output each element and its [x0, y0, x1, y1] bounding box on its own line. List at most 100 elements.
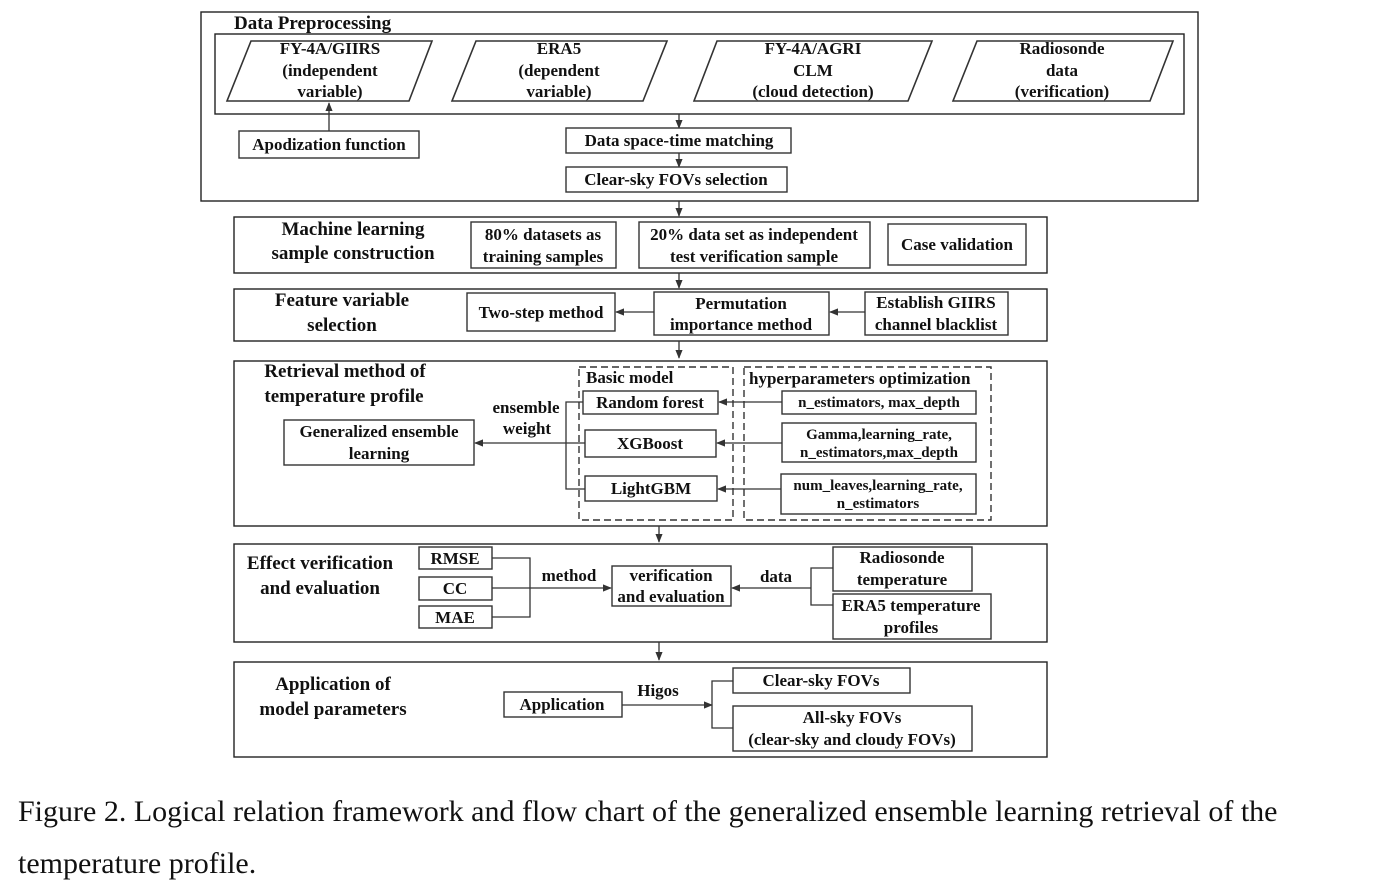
application-title-line2: model parameters — [259, 699, 406, 720]
effect-title-line2: and evaluation — [260, 578, 380, 599]
gel-box — [283, 419, 475, 466]
svg-text:ERA5: ERA5 — [537, 39, 581, 58]
verification-box — [611, 565, 732, 607]
ensemble-bracket — [565, 401, 585, 490]
svg-text:(dependent: (dependent — [518, 61, 600, 80]
rmse-label: RMSE — [430, 549, 479, 568]
verification-label-line1: verification — [629, 566, 713, 585]
samples-frame — [233, 216, 1048, 274]
radiosonde-temp-label-line2: temperature — [857, 570, 948, 589]
training-label-line2: training samples — [483, 247, 604, 266]
test-box — [638, 221, 871, 269]
references-bracket — [810, 567, 833, 606]
inputs-frame — [214, 33, 1185, 115]
svg-text:variable): variable) — [526, 82, 591, 101]
basic-model-title: Basic model — [586, 368, 674, 387]
blacklist-box — [864, 291, 1009, 336]
xgb-params-label-line1: Gamma,learning_rate, — [806, 427, 952, 443]
gel-label-line1: Generalized ensemble — [299, 422, 459, 441]
verification-label-line2: and evaluation — [617, 587, 725, 606]
case-box — [887, 223, 1027, 266]
era5-temp-box — [832, 593, 992, 640]
clearsky-box — [565, 166, 788, 193]
method-label: method — [542, 566, 597, 585]
application-title-line1: Application of — [275, 674, 391, 695]
hyper-title: hyperparameters optimization — [749, 369, 971, 388]
era5-temp-label-line1: ERA5 temperature — [842, 596, 981, 615]
hyper-frame — [743, 366, 992, 521]
xgboost-label: XGBoost — [617, 434, 683, 453]
clearsky-label: Clear-sky FOVs selection — [584, 170, 768, 189]
all-fovs-label-line2: (clear-sky and cloudy FOVs) — [748, 730, 956, 749]
preprocessing-frame — [200, 11, 1199, 202]
svg-text:CLM: CLM — [793, 61, 833, 80]
radiosonde-temp-box — [832, 546, 973, 592]
samples-title-line2: sample construction — [271, 243, 435, 264]
effect-title-line1: Effect verification — [247, 553, 394, 574]
permutation-label-line1: Permutation — [695, 294, 787, 313]
xgb-params-label-line2: n_estimators,max_depth — [800, 445, 959, 461]
svg-text:FY-4A/GIIRS: FY-4A/GIIRS — [280, 39, 380, 58]
cc-label: CC — [443, 579, 468, 598]
gel-label-line2: learning — [349, 444, 410, 463]
lgbm-params-box — [780, 473, 977, 515]
xgboost-box — [584, 429, 717, 458]
ensemble-label-line1: ensemble — [492, 398, 560, 417]
app-label: Application — [519, 695, 605, 714]
all-fovs-label-line1: All-sky FOVs — [803, 708, 902, 727]
svg-text:(cloud detection): (cloud detection) — [752, 82, 873, 101]
blacklist-label-line2: channel blacklist — [875, 315, 998, 334]
lightgbm-box — [584, 475, 718, 502]
blacklist-label-line1: Establish GIIRS — [876, 293, 996, 312]
lgbm-params-label-line2: n_estimators — [837, 496, 920, 512]
higos-label: Higos — [637, 681, 679, 700]
lightgbm-label: LightGBM — [611, 479, 691, 498]
svg-text:(independent: (independent — [282, 61, 378, 80]
random-forest-label: Random forest — [596, 393, 704, 412]
figure-caption: Figure 2. Logical relation framework and… — [18, 795, 1278, 880]
svg-text:data: data — [1046, 61, 1079, 80]
lgbm-params-label-line1: num_leaves,learning_rate, — [793, 478, 962, 494]
feature-title-line2: selection — [307, 315, 377, 336]
ensemble-label-line2: weight — [503, 419, 552, 438]
clear-fovs-box — [732, 667, 911, 694]
effect-frame — [233, 543, 1048, 643]
data-label: data — [760, 567, 793, 586]
permutation-label-line2: importance method — [670, 315, 813, 334]
all-fovs-box — [732, 705, 973, 752]
retrieval-title-line2: temperature profile — [264, 386, 423, 407]
svg-text:FY-4A/AGRI: FY-4A/AGRI — [765, 39, 862, 58]
retrieval-frame — [233, 360, 1048, 527]
matching-label: Data space-time matching — [585, 131, 774, 150]
preprocessing-title: Data Preprocessing — [234, 13, 392, 34]
metrics-bracket — [492, 557, 531, 618]
two-step-box — [466, 292, 616, 332]
svg-text:(verification): (verification) — [1015, 82, 1109, 101]
feature-title-line1: Feature variable — [275, 290, 409, 311]
case-label: Case validation — [901, 235, 1013, 254]
svg-text:variable): variable) — [297, 82, 362, 101]
svg-text:Radiosonde: Radiosonde — [1019, 39, 1104, 58]
apodization-box — [238, 130, 420, 159]
era5-temp-label-line2: profiles — [884, 618, 939, 637]
rf-params-label: n_estimators, max_depth — [798, 395, 960, 411]
test-label-line2: test verification sample — [670, 247, 839, 266]
input-agri-clm: FY-4A/AGRI CLM (cloud detection) — [692, 39, 934, 102]
retrieval-title-line1: Retrieval method of — [264, 361, 426, 382]
feature-frame — [233, 288, 1048, 342]
training-label-line1: 80% datasets as — [485, 225, 602, 244]
test-label-line1: 20% data set as independent — [650, 225, 858, 244]
two-step-label: Two-step method — [479, 303, 604, 322]
basic-model-frame — [578, 366, 734, 521]
mae-label: MAE — [435, 608, 475, 627]
input-giirs: FY-4A/GIIRS (independent variable) — [225, 39, 434, 102]
samples-title-line1: Machine learning — [281, 219, 425, 240]
matching-box — [565, 127, 792, 154]
permutation-box — [653, 291, 830, 336]
application-bracket — [711, 680, 733, 729]
application-frame — [233, 661, 1048, 758]
training-box — [470, 221, 617, 269]
input-radiosonde: Radiosonde data (verification) — [951, 39, 1175, 102]
input-era5: ERA5 (dependent variable) — [450, 39, 669, 102]
